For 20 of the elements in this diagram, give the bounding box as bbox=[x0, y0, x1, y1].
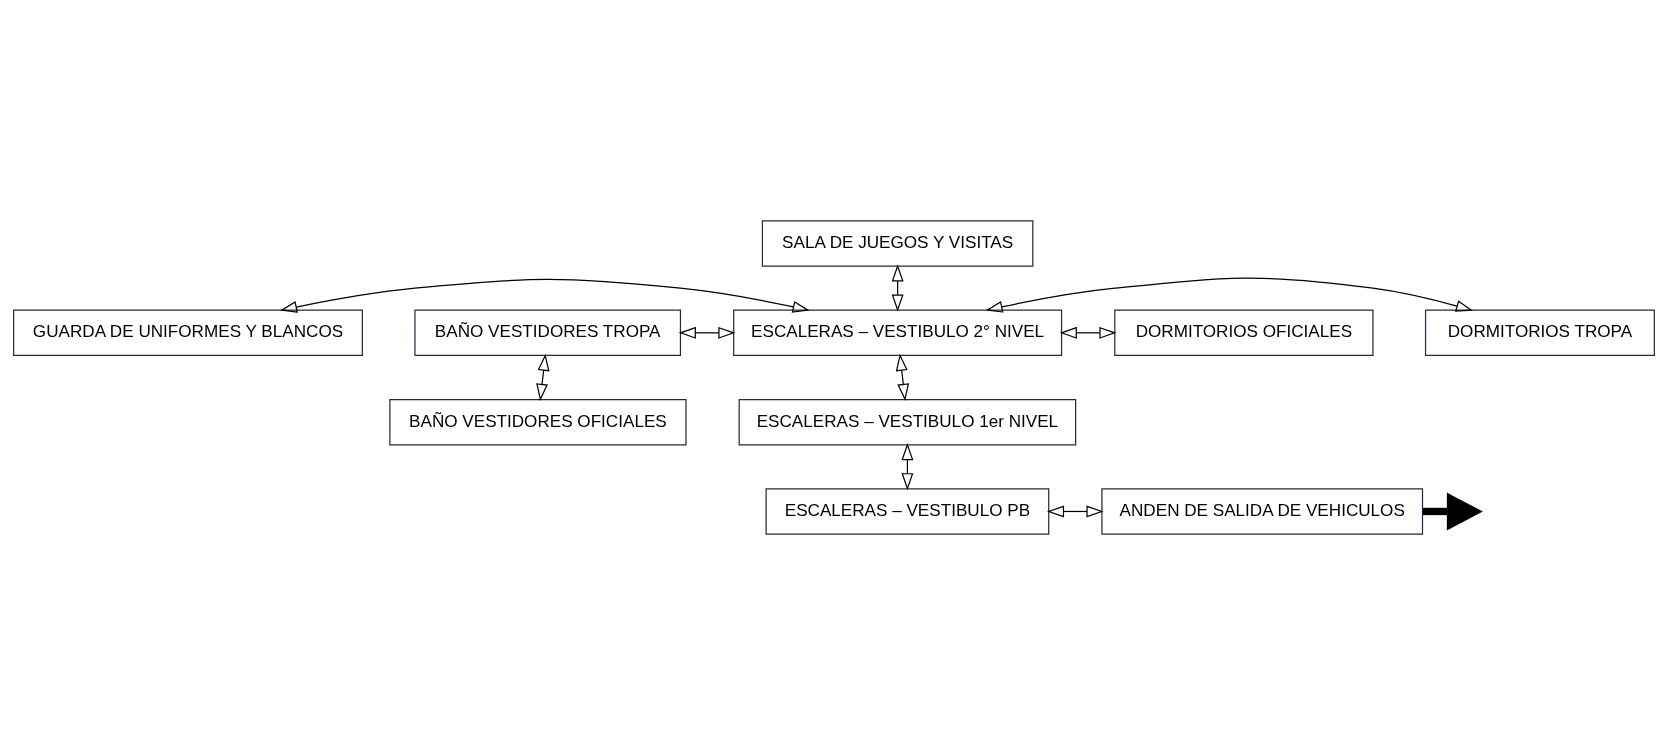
arrow bbox=[1059, 326, 1117, 339]
node-box: GUARDA DE UNIFORMES Y BLANCOS bbox=[13, 309, 363, 356]
node-box: BAÑO VESTIDORES OFICIALES bbox=[389, 398, 687, 445]
arrow bbox=[895, 353, 910, 401]
node-box: DORMITORIOS TROPA bbox=[1424, 309, 1655, 356]
arrow bbox=[536, 353, 550, 401]
node-box: SALA DE JUEGOS Y VISITAS bbox=[761, 219, 1034, 267]
node-box: DORMITORIOS OFICIALES bbox=[1114, 309, 1374, 356]
arrow bbox=[1046, 504, 1104, 517]
arrow bbox=[1422, 492, 1483, 530]
arrow bbox=[280, 278, 810, 313]
node-box: ESCALERAS – VESTIBULO PB bbox=[765, 487, 1050, 535]
arrow bbox=[985, 277, 1474, 313]
arrow bbox=[901, 442, 914, 490]
node-box: ESCALERAS – VESTIBULO 1er NIVEL bbox=[738, 398, 1077, 445]
node-box: ESCALERAS – VESTIBULO 2° NIVEL bbox=[733, 309, 1063, 356]
node-box: BAÑO VESTIDORES TROPA bbox=[414, 309, 682, 356]
arrow bbox=[891, 263, 904, 312]
node-box: ANDEN DE SALIDA DE VEHICULOS bbox=[1101, 487, 1424, 535]
arrow bbox=[678, 326, 736, 339]
